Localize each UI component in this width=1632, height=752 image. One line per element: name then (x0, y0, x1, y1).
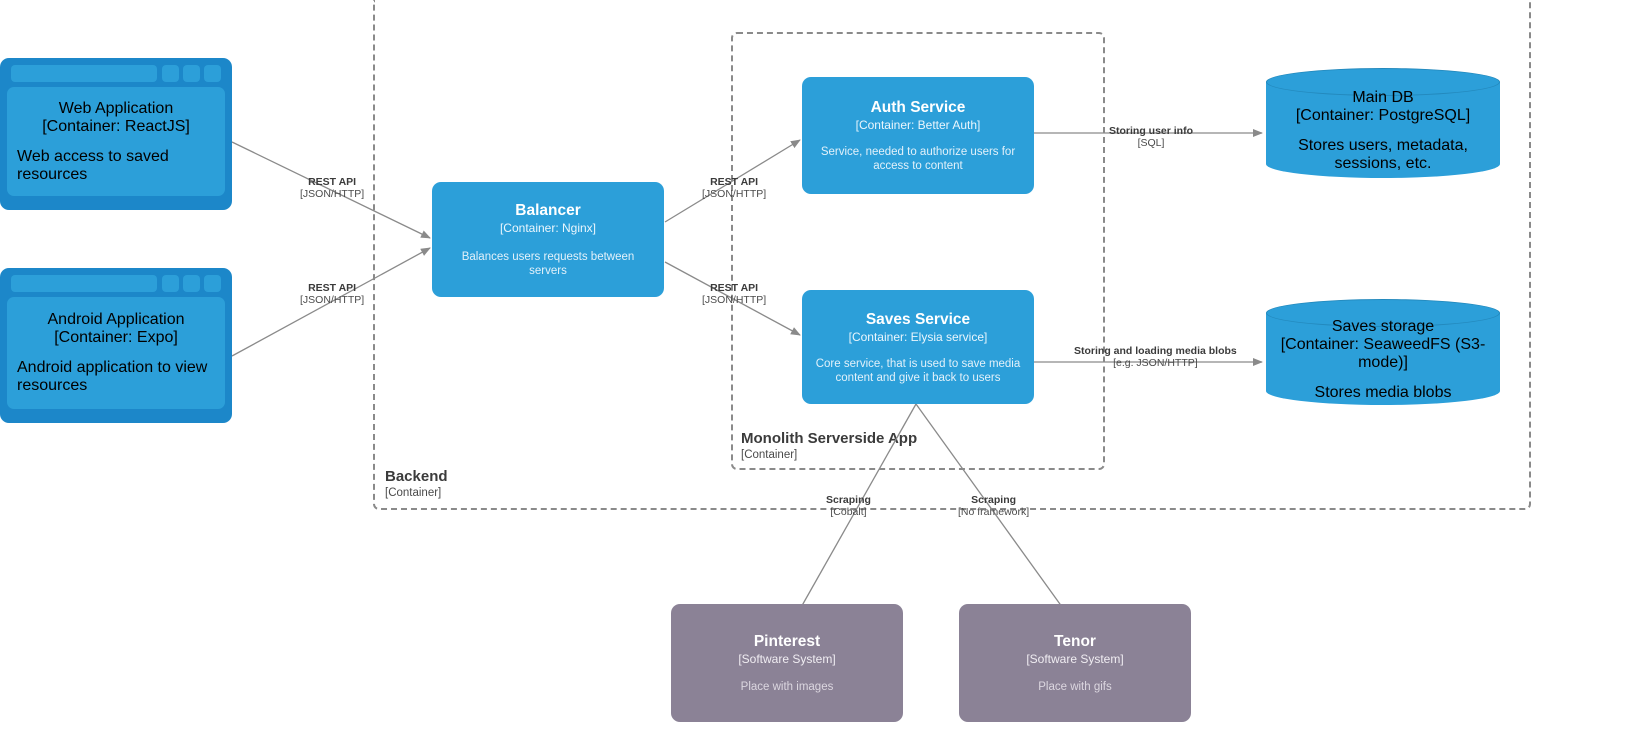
boundary-monolith-sublabel: [Container] (741, 449, 798, 461)
browser-chrome (7, 275, 225, 292)
edge-label-saves-to-pinterest: Scraping [Cobalt] (826, 494, 871, 518)
node-auth-service[interactable]: Auth Service [Container: Better Auth] Se… (802, 77, 1034, 194)
edge-label-balancer-to-saves: REST API [JSON/HTTP] (702, 282, 766, 306)
node-technology: [Container: PostgreSQL] (1295, 107, 1471, 124)
node-web-application[interactable]: Web Application [Container: ReactJS] Web… (0, 58, 232, 210)
edge-label-title: REST API (308, 176, 357, 188)
node-technology: [Container: Elysia service] (848, 329, 988, 344)
db-label-group: Saves storage [Container: SeaweedFS (S3-… (1266, 299, 1500, 405)
edge-label-tech: [JSON/HTTP] (702, 294, 767, 306)
boundary-backend-label: Backend (385, 468, 448, 485)
edge-label-balancer-to-auth: REST API [JSON/HTTP] (702, 176, 766, 200)
node-pinterest[interactable]: Pinterest [Software System] Place with i… (671, 604, 903, 722)
node-title: Main DB (1352, 89, 1414, 106)
node-tenor[interactable]: Tenor [Software System] Place with gifs (959, 604, 1191, 722)
edge-label-android-to-balancer: REST API [JSON/HTTP] (300, 282, 364, 306)
edge-label-title: Storing user info (1109, 125, 1193, 137)
boundary-backend-sublabel: [Container] (385, 487, 442, 499)
edge-label-tech: [No framework] (958, 506, 1030, 518)
browser-dot-3 (204, 65, 221, 82)
browser-urlbar (11, 275, 157, 292)
node-technology: [Container: Expo] (54, 329, 178, 346)
node-technology: [Container: Better Auth] (855, 118, 981, 132)
node-main-db[interactable]: Main DB [Container: PostgreSQL] Stores u… (1266, 68, 1500, 178)
browser-chrome (7, 65, 225, 82)
node-description: Web access to saved resources (17, 147, 169, 183)
edge-label-title: REST API (710, 282, 759, 294)
node-title: Auth Service (870, 99, 966, 116)
node-title: Tenor (1054, 633, 1096, 650)
node-title: Balancer (515, 202, 581, 219)
node-description: Android application to view resources (17, 359, 208, 394)
edge-label-auth-to-main-db: Storing user info [SQL] (1109, 125, 1193, 149)
node-description: Place with gifs (1038, 681, 1112, 693)
node-description: Stores users, metadata, sessions, etc. (1298, 137, 1468, 172)
browser-dot-1 (162, 275, 179, 292)
node-description: Service, needed to authorize users for a… (820, 146, 1016, 172)
edge-label-tech: [JSON/HTTP] (702, 188, 767, 200)
node-technology: [Container: Nginx] (499, 221, 597, 235)
boundary-monolith-label: Monolith Serverside App (741, 430, 918, 447)
node-title: Android Application (47, 311, 185, 328)
browser-dot-2 (183, 275, 200, 292)
db-top-ellipse (1266, 299, 1500, 327)
node-technology: [Software System] (1026, 652, 1124, 666)
edge-label-title: Scraping (971, 494, 1017, 506)
browser-screen: Android Application [Container: Expo] An… (7, 297, 225, 409)
edge-label-title: Storing and loading media blobs (1074, 345, 1237, 357)
browser-dot-3 (204, 275, 221, 292)
edge-label-tech: [JSON/HTTP] (300, 188, 365, 200)
node-title: Saves Service (865, 310, 971, 328)
node-description: Core service, that is used to save media… (815, 357, 1021, 384)
browser-dot-2 (183, 65, 200, 82)
browser-urlbar (11, 65, 157, 82)
node-description: Balances users requests between servers (461, 251, 635, 277)
browser-screen: Web Application [Container: ReactJS] Web… (7, 87, 225, 196)
edge-label-tech: [Cobalt] (830, 506, 867, 518)
node-technology: [Container: ReactJS] (42, 117, 190, 135)
edge-label-title: REST API (308, 282, 357, 294)
node-saves-storage[interactable]: Saves storage [Container: SeaweedFS (S3-… (1266, 299, 1500, 405)
edge-label-saves-to-tenor: Scraping [No framework] (958, 494, 1029, 518)
edge-label-title: Scraping (826, 494, 871, 506)
node-technology: [Container: SeaweedFS (S3-mode)] (1280, 336, 1486, 371)
edge-label-saves-to-saves-storage: Storing and loading media blobs [e.g. JS… (1074, 345, 1237, 369)
db-label-group: Main DB [Container: PostgreSQL] Stores u… (1266, 68, 1500, 178)
node-technology: [Software System] (738, 652, 836, 666)
node-android-application[interactable]: Android Application [Container: Expo] An… (0, 268, 232, 423)
node-saves-service[interactable]: Saves Service [Container: Elysia service… (802, 290, 1034, 404)
node-title: Pinterest (753, 633, 821, 650)
edge-label-tech: [JSON/HTTP] (300, 294, 365, 306)
node-balancer[interactable]: Balancer [Container: Nginx] Balances use… (432, 182, 664, 297)
browser-dot-1 (162, 65, 179, 82)
db-top-ellipse (1266, 68, 1500, 96)
node-title: Saves storage (1331, 318, 1435, 335)
node-title: Web Application (58, 99, 174, 117)
edge-label-tech: [SQL] (1137, 137, 1165, 149)
edge-label-title: REST API (710, 176, 759, 188)
node-description: Stores media blobs (1314, 384, 1452, 401)
edge-label-web-to-balancer: REST API [JSON/HTTP] (300, 176, 364, 200)
node-description: Place with images (740, 681, 834, 693)
edge-label-tech: [e.g. JSON/HTTP] (1113, 357, 1198, 369)
